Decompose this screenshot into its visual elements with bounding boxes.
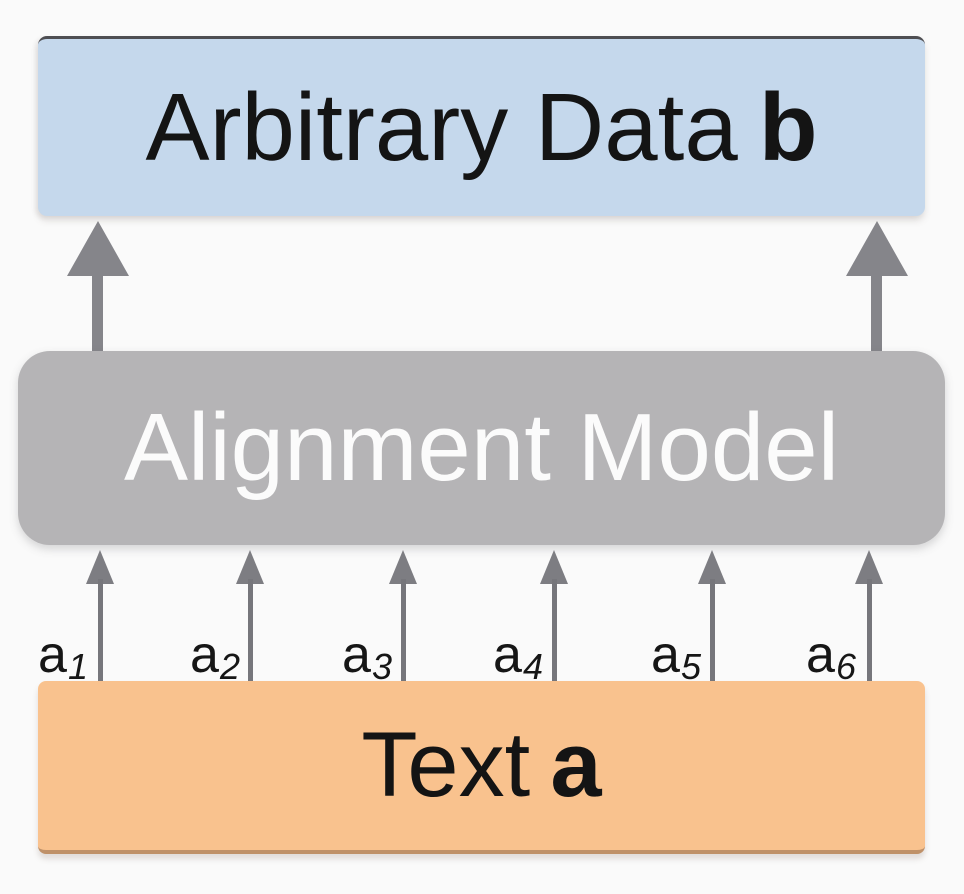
input-label-a3: a3 xyxy=(342,626,392,687)
arbitrary-data-variable: b xyxy=(758,73,818,181)
output-arrow-right-shaft xyxy=(871,270,882,352)
input-arrow-2-shaft xyxy=(248,579,253,693)
arbitrary-data-label: Arbitrary Data xyxy=(145,73,738,181)
arbitrary-data-box: Arbitrary Data b xyxy=(38,36,925,216)
input-label-a2: a2 xyxy=(190,626,240,687)
input-arrow-3-shaft xyxy=(401,579,406,693)
input-label-a4: a4 xyxy=(493,626,543,687)
input-arrow-2-head-icon xyxy=(236,547,264,584)
subscript: 4 xyxy=(522,646,543,687)
text-box: Text a xyxy=(38,681,925,854)
input-label-a6: a6 xyxy=(806,626,856,687)
input-arrow-3-head-icon xyxy=(389,547,417,584)
input-arrow-1-shaft xyxy=(98,579,103,693)
subscript: 5 xyxy=(680,646,701,687)
input-arrow-5-head-icon xyxy=(698,547,726,584)
input-label-a1: a1 xyxy=(38,626,88,687)
input-arrow-1-head-icon xyxy=(86,547,114,584)
subscript: 6 xyxy=(835,646,856,687)
alignment-model-label: Alignment Model xyxy=(123,394,840,501)
output-arrow-right-head-icon xyxy=(846,218,908,276)
output-arrow-left-head-icon xyxy=(67,218,129,276)
input-arrow-4-head-icon xyxy=(540,547,568,584)
input-label-a5: a5 xyxy=(651,626,701,687)
alignment-model-box: Alignment Model xyxy=(18,351,945,545)
output-arrow-left-shaft xyxy=(92,270,103,352)
text-variable: a xyxy=(550,714,602,816)
subscript: 3 xyxy=(371,646,392,687)
input-arrow-6-head-icon xyxy=(855,547,883,584)
subscript: 1 xyxy=(67,646,88,687)
input-arrow-6-shaft xyxy=(867,579,872,693)
text-label: Text xyxy=(361,714,531,816)
input-arrow-4-shaft xyxy=(552,579,557,693)
subscript: 2 xyxy=(219,646,240,687)
input-arrow-5-shaft xyxy=(710,579,715,693)
